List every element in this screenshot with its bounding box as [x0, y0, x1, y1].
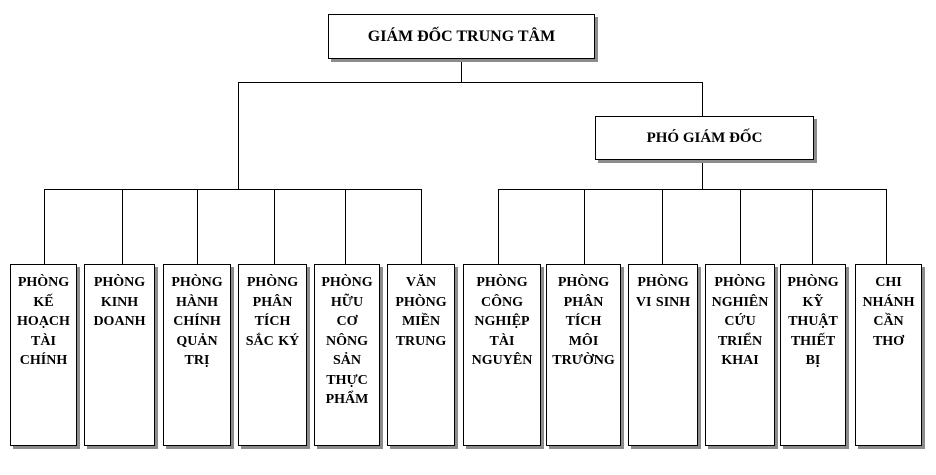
dept-line: NHÁNH: [862, 294, 915, 310]
dept-vi-sinh: PHÒNG VI SINH: [628, 264, 698, 446]
dept-line: PHÒNG: [246, 275, 299, 290]
dept-line: PHÒNG: [321, 275, 373, 290]
dept-nghien-cuu-trien-khai: PHÒNG NGHIÊN CỨU TRIỂN KHAI: [705, 264, 775, 446]
dept-line: CÔNG: [481, 294, 523, 310]
dept-line: CỨU: [724, 314, 756, 329]
dept-hanh-chinh-quan-tri: PHÒNG HÀNH CHÍNH QUẢN TRỊ: [163, 264, 231, 446]
dept-line: PHẨM: [325, 392, 369, 407]
dept-line: TRIỂN: [717, 333, 763, 349]
dept-line: CHÍNH: [173, 314, 221, 329]
dept-kinh-doanh: PHÒNG KINH DOANH: [84, 264, 155, 446]
dept-ky-thuat-thiet-bi: PHÒNG KỸ THUẬT THIẾT BỊ: [780, 264, 846, 446]
dept-line: DOANH: [93, 314, 146, 329]
dept-line: NGUYÊN: [471, 353, 533, 368]
dept-line: MÔI: [568, 333, 599, 349]
deputy-label: PHÓ GIÁM ĐỐC: [646, 129, 763, 146]
dept-line: HOẠCH: [17, 314, 70, 329]
dept-line: TÍCH: [565, 314, 602, 329]
dept-ke-hoach-tai-chinh: PHÒNG KẾ HOẠCH TÀI CHÍNH: [10, 264, 77, 446]
dept-line: CHÍNH: [19, 353, 68, 368]
dept-line: KỸ: [802, 294, 824, 310]
dept-line: PHÂN: [563, 294, 604, 310]
dept-line: TÀI: [489, 333, 515, 349]
dept-line: MIỀN: [401, 314, 441, 329]
dept-line: QUẢN: [176, 333, 218, 349]
dept-line: TRỊ: [184, 353, 210, 368]
dept-line: CƠ: [336, 314, 358, 329]
dept-line: THỰC: [326, 372, 368, 388]
dept-line: THIẾT: [790, 333, 836, 349]
dept-line: PHÒNG: [787, 275, 839, 290]
dept-line: SẢN: [332, 353, 361, 368]
deputy-box: PHÓ GIÁM ĐỐC: [595, 116, 814, 160]
dept-line: VĂN: [405, 275, 437, 290]
dept-line: NÔNG: [326, 333, 368, 349]
dept-line: PHÒNG: [93, 275, 146, 290]
dept-line: PHÒNG: [171, 275, 223, 290]
dept-huu-co-nong-san-thuc-pham: PHÒNG HỮU CƠ NÔNG SẢN THỰC PHẨM: [314, 264, 380, 446]
dept-line: TRUNG: [395, 333, 447, 349]
dept-line: PHÒNG: [17, 275, 70, 290]
dept-line: BỊ: [805, 353, 821, 368]
dept-line: PHÂN: [252, 294, 293, 310]
director-label: GIÁM ĐỐC TRUNG TÂM: [367, 27, 556, 45]
dept-line: SẮC KÝ: [245, 333, 300, 349]
dept-cong-nghiep-tai-nguyen: PHÒNG CÔNG NGHIỆP TÀI NGUYÊN: [463, 264, 541, 446]
dept-line: PHÒNG: [557, 275, 610, 290]
dept-line: PHÒNG: [714, 275, 766, 290]
dept-line: KHAI: [721, 353, 759, 368]
dept-line: TRƯỜNG: [552, 353, 615, 368]
dept-line: PHÒNG: [395, 294, 447, 310]
dept-line: CẦN: [873, 314, 904, 329]
director-box: GIÁM ĐỐC TRUNG TÂM: [328, 14, 595, 59]
dept-line: VI SINH: [635, 294, 691, 310]
dept-line: PHÒNG: [637, 275, 689, 290]
dept-line: THƠ: [872, 333, 905, 349]
dept-line: NGHIÊN: [711, 294, 769, 310]
dept-line: HÀNH: [176, 294, 218, 310]
dept-line: TÀI: [31, 333, 56, 349]
dept-phan-tich-sac-ky: PHÒNG PHÂN TÍCH SẮC KÝ: [238, 264, 307, 446]
dept-line: KẾ: [33, 294, 54, 310]
dept-line: NGHIỆP: [474, 314, 530, 329]
dept-line: PHÒNG: [476, 275, 528, 290]
dept-van-phong-mien-trung: VĂN PHÒNG MIỀN TRUNG: [387, 264, 455, 446]
dept-line: TÍCH: [254, 314, 291, 329]
dept-chi-nhanh-can-tho: CHI NHÁNH CẦN THƠ: [855, 264, 922, 446]
dept-phan-tich-moi-truong: PHÒNG PHÂN TÍCH MÔI TRƯỜNG: [546, 264, 621, 446]
dept-line: CHI: [875, 275, 902, 290]
dept-line: THUẬT: [788, 314, 838, 329]
dept-line: HỮU: [330, 294, 364, 310]
dept-line: KINH: [100, 294, 139, 310]
